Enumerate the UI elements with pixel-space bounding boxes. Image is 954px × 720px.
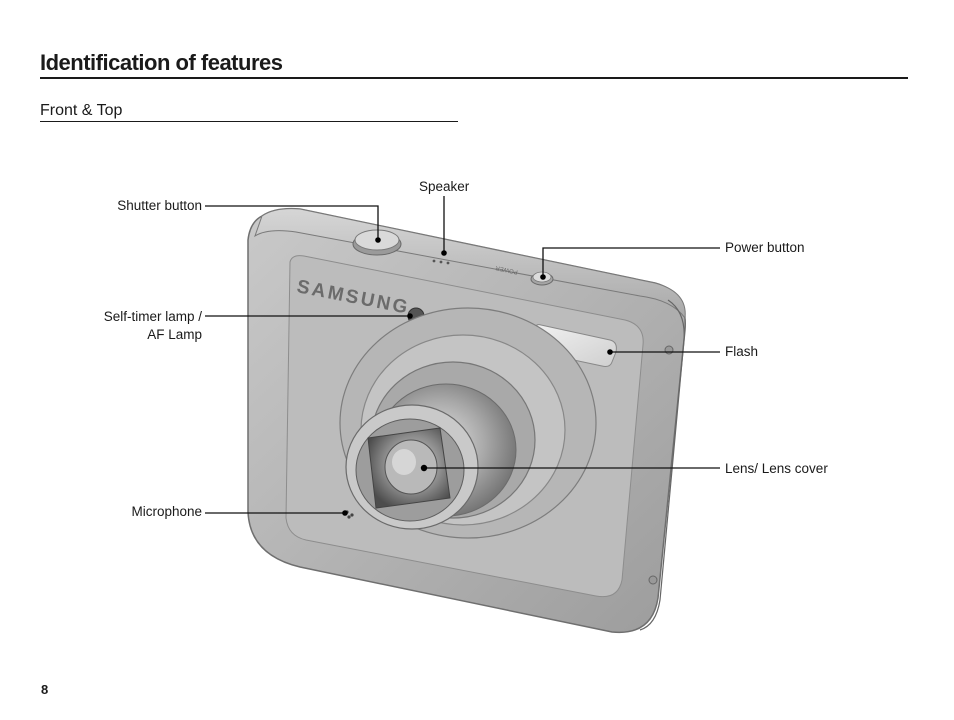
self-timer-label-line2: AF Lamp (147, 327, 202, 342)
section-title: Front & Top (40, 102, 123, 119)
self-timer-label-line1: Self-timer lamp / (103, 309, 202, 324)
power-leader (542, 247, 720, 276)
microphone-label: Microphone (131, 504, 202, 519)
side-lug-bottom (648, 575, 658, 585)
callout-lines (205, 196, 720, 514)
section-rule (40, 121, 458, 122)
speaker-label: Speaker (419, 179, 470, 194)
power-marking: POWER (494, 264, 518, 275)
shutter-button-label: Shutter button (117, 198, 202, 213)
shutter-leader (205, 205, 379, 239)
speaker-holes (432, 259, 450, 265)
side-lug-top (664, 345, 674, 355)
flash-label: Flash (725, 344, 759, 359)
callout-dots (342, 237, 613, 516)
title-rule (40, 77, 908, 79)
page-title: Identification of features (40, 50, 283, 75)
power-button-label: Power button (725, 240, 805, 255)
lens-assembly (339, 307, 597, 539)
page-number: 8 (41, 682, 49, 697)
lens-label: Lens/ Lens cover (725, 461, 828, 476)
